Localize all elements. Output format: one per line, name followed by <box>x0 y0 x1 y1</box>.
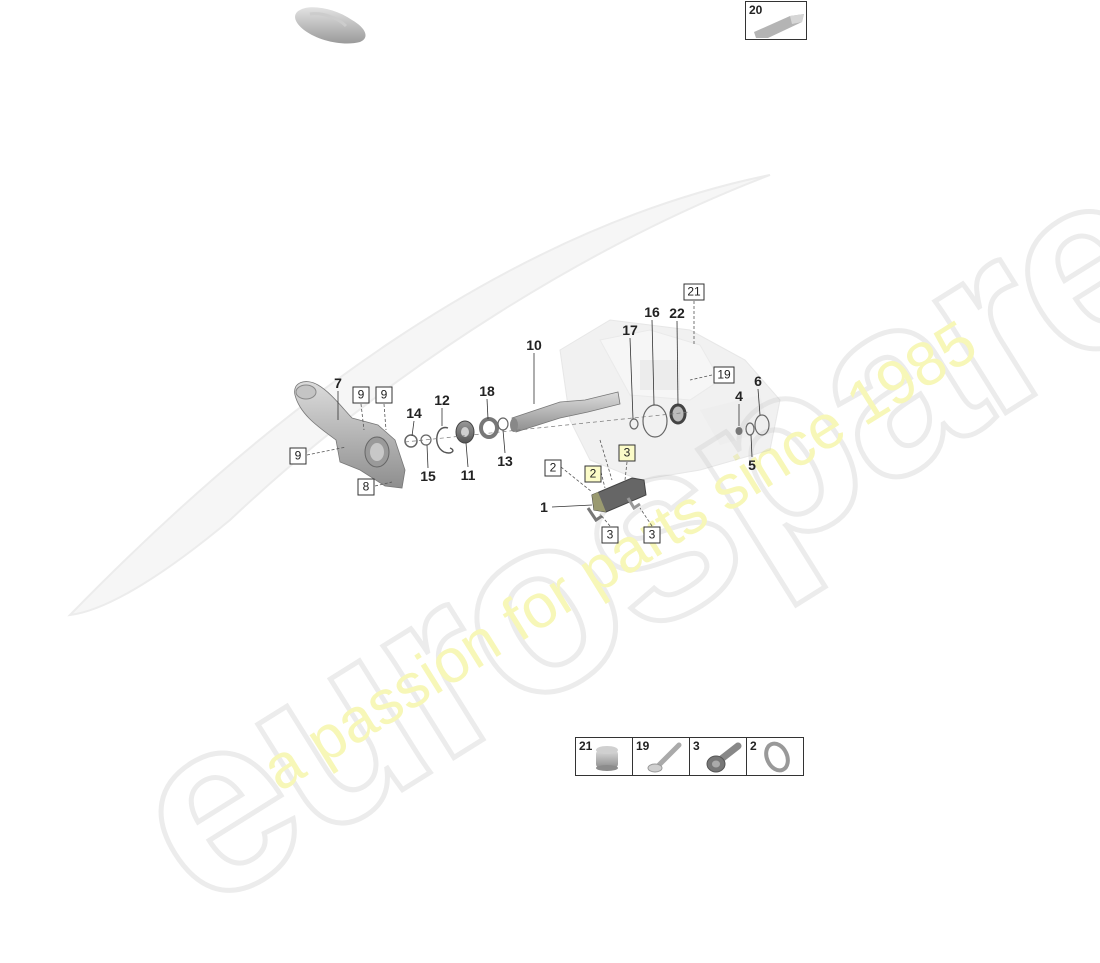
legend-item-19[interactable]: 19 <box>633 738 690 775</box>
callout-13[interactable]: 13 <box>497 453 513 469</box>
boxed-ref-21[interactable]: 21 <box>683 283 705 301</box>
parts-legend: 21 19 3 2 <box>575 737 804 776</box>
dashed-leader-lines <box>306 301 713 527</box>
callout-1[interactable]: 1 <box>540 499 548 515</box>
callout-6[interactable]: 6 <box>754 373 762 389</box>
part-20-thumbnail[interactable]: 20 <box>745 1 807 40</box>
wheel-carrier-7 <box>294 381 406 489</box>
cap-plug-icon <box>596 746 618 771</box>
legend-label: 2 <box>750 739 757 753</box>
boxed-ref-2[interactable]: 2 <box>584 465 602 483</box>
oring-16 <box>642 404 668 438</box>
shaft-10 <box>510 391 621 433</box>
boxed-ref-8[interactable]: 8 <box>357 478 375 496</box>
legend-label: 21 <box>579 739 593 753</box>
legend-item-2[interactable]: 2 <box>747 738 803 775</box>
callout-11[interactable]: 11 <box>460 467 476 483</box>
vehicle-silhouette-icon <box>295 7 366 44</box>
sealing-ring-icon <box>764 741 790 773</box>
boxed-ref-9[interactable]: 9 <box>375 386 393 404</box>
callout-5[interactable]: 5 <box>748 457 756 473</box>
plug-4 <box>735 427 743 435</box>
boxed-ref-2[interactable]: 2 <box>544 459 562 477</box>
transmission-housing <box>559 319 781 481</box>
boxed-ref-3[interactable]: 3 <box>618 444 636 462</box>
callout-22[interactable]: 22 <box>669 305 685 321</box>
callout-14[interactable]: 14 <box>406 405 422 421</box>
legend-label: 19 <box>636 739 650 753</box>
oring-6 <box>754 414 770 436</box>
leader-lines <box>337 319 761 508</box>
boxed-ref-9[interactable]: 9 <box>352 386 370 404</box>
part-20-label: 20 <box>749 3 763 17</box>
legend-label: 3 <box>693 739 700 753</box>
sealant-strip-icon <box>754 14 804 38</box>
exploded-parts-artwork <box>294 301 781 527</box>
ring-18 <box>479 417 499 439</box>
callout-17[interactable]: 17 <box>622 322 638 338</box>
socket-screw-icon <box>706 742 742 773</box>
bracket-1 <box>586 477 647 523</box>
legend-item-3[interactable]: 3 <box>690 738 747 775</box>
boxed-ref-3[interactable]: 3 <box>601 526 619 544</box>
ring-13 <box>497 417 509 431</box>
callout-4[interactable]: 4 <box>735 388 743 404</box>
callout-10[interactable]: 10 <box>526 337 542 353</box>
ring-17 <box>629 418 639 430</box>
callout-15[interactable]: 15 <box>420 468 436 484</box>
callout-7[interactable]: 7 <box>334 375 342 391</box>
ring-5 <box>745 422 755 436</box>
callout-12[interactable]: 12 <box>434 392 450 408</box>
legend-item-21[interactable]: 21 <box>576 738 633 775</box>
flange-bolt-icon <box>647 742 682 773</box>
callout-16[interactable]: 16 <box>644 304 660 320</box>
boxed-ref-19[interactable]: 19 <box>713 366 735 384</box>
boxed-ref-9[interactable]: 9 <box>289 447 307 465</box>
circlip-12 <box>436 426 454 454</box>
callout-18[interactable]: 18 <box>479 383 495 399</box>
boxed-ref-3[interactable]: 3 <box>643 526 661 544</box>
ring-14 <box>404 434 418 448</box>
